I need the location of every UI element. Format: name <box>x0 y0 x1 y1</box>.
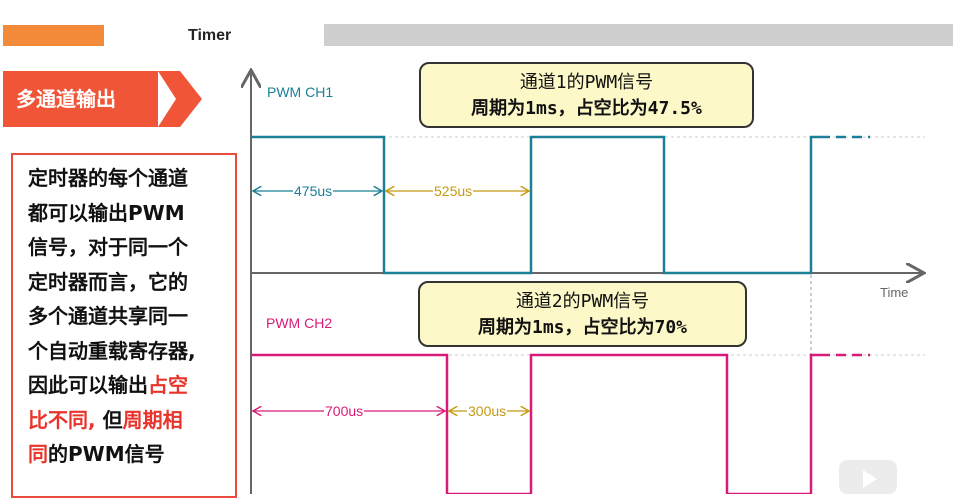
description-line: 比不同, 但周期相 <box>28 403 235 438</box>
description-line: 多个通道共享同一 <box>28 304 188 328</box>
description-line: 因此可以输出占空 <box>28 368 235 403</box>
header-bar <box>324 24 953 46</box>
description-text: 因此可以输出 <box>28 373 148 397</box>
ch1-waveform <box>251 135 830 275</box>
ch2-waveform <box>251 353 830 494</box>
ch2-callout-title: 通道2的PWM信号 <box>515 291 650 312</box>
ch1-low-duration: 525us <box>433 183 474 199</box>
ch2-high-duration: 700us <box>324 403 365 419</box>
description-line: 个自动重载寄存器, <box>28 338 196 363</box>
time-axis-label: Time <box>880 285 909 300</box>
ch1-callout-title: 通道1的PWM信号 <box>519 72 654 93</box>
ch1-label: PWM CH1 <box>267 84 334 100</box>
description-highlight: 比不同, <box>28 407 96 432</box>
description-line: 都可以输出PWM <box>28 200 185 225</box>
description-line: 信号，对于同一个 <box>28 235 188 259</box>
badge-chevron-icon <box>158 71 202 127</box>
description-highlight: 占空 <box>148 373 188 397</box>
ch2-label: PWM CH2 <box>266 315 333 331</box>
description-text: 但 <box>95 407 123 432</box>
description-line: 定时器而言，它的 <box>28 269 188 294</box>
ch1-callout-detail: 周期为1ms，占空比为47.5% <box>471 98 702 119</box>
description-highlight: 周期相 <box>122 407 183 432</box>
ch2-callout: 通道2的PWM信号 周期为1ms，占空比为70% <box>418 281 747 347</box>
watermark-play-icon <box>839 460 897 494</box>
description-text: 的PWM信号 <box>48 442 165 466</box>
header-accent-bar <box>3 25 104 46</box>
header-title: Timer <box>188 27 232 44</box>
ch2-callout-detail: 周期为1ms，占空比为70% <box>477 317 688 338</box>
ch2-low-duration: 300us <box>467 403 508 419</box>
description-line: 定时器的每个通道 <box>28 166 188 190</box>
description-line: 同的PWM信号 <box>28 437 235 472</box>
ch1-callout: 通道1的PWM信号 周期为1ms，占空比为47.5% <box>419 62 754 128</box>
section-badge: 多通道输出 <box>3 71 158 127</box>
description-highlight: 同 <box>28 442 48 466</box>
description-box: 定时器的每个通道 都可以输出PWM 信号，对于同一个 定时器而言，它的 多个通道… <box>11 153 237 498</box>
ch1-high-duration: 475us <box>293 183 334 199</box>
